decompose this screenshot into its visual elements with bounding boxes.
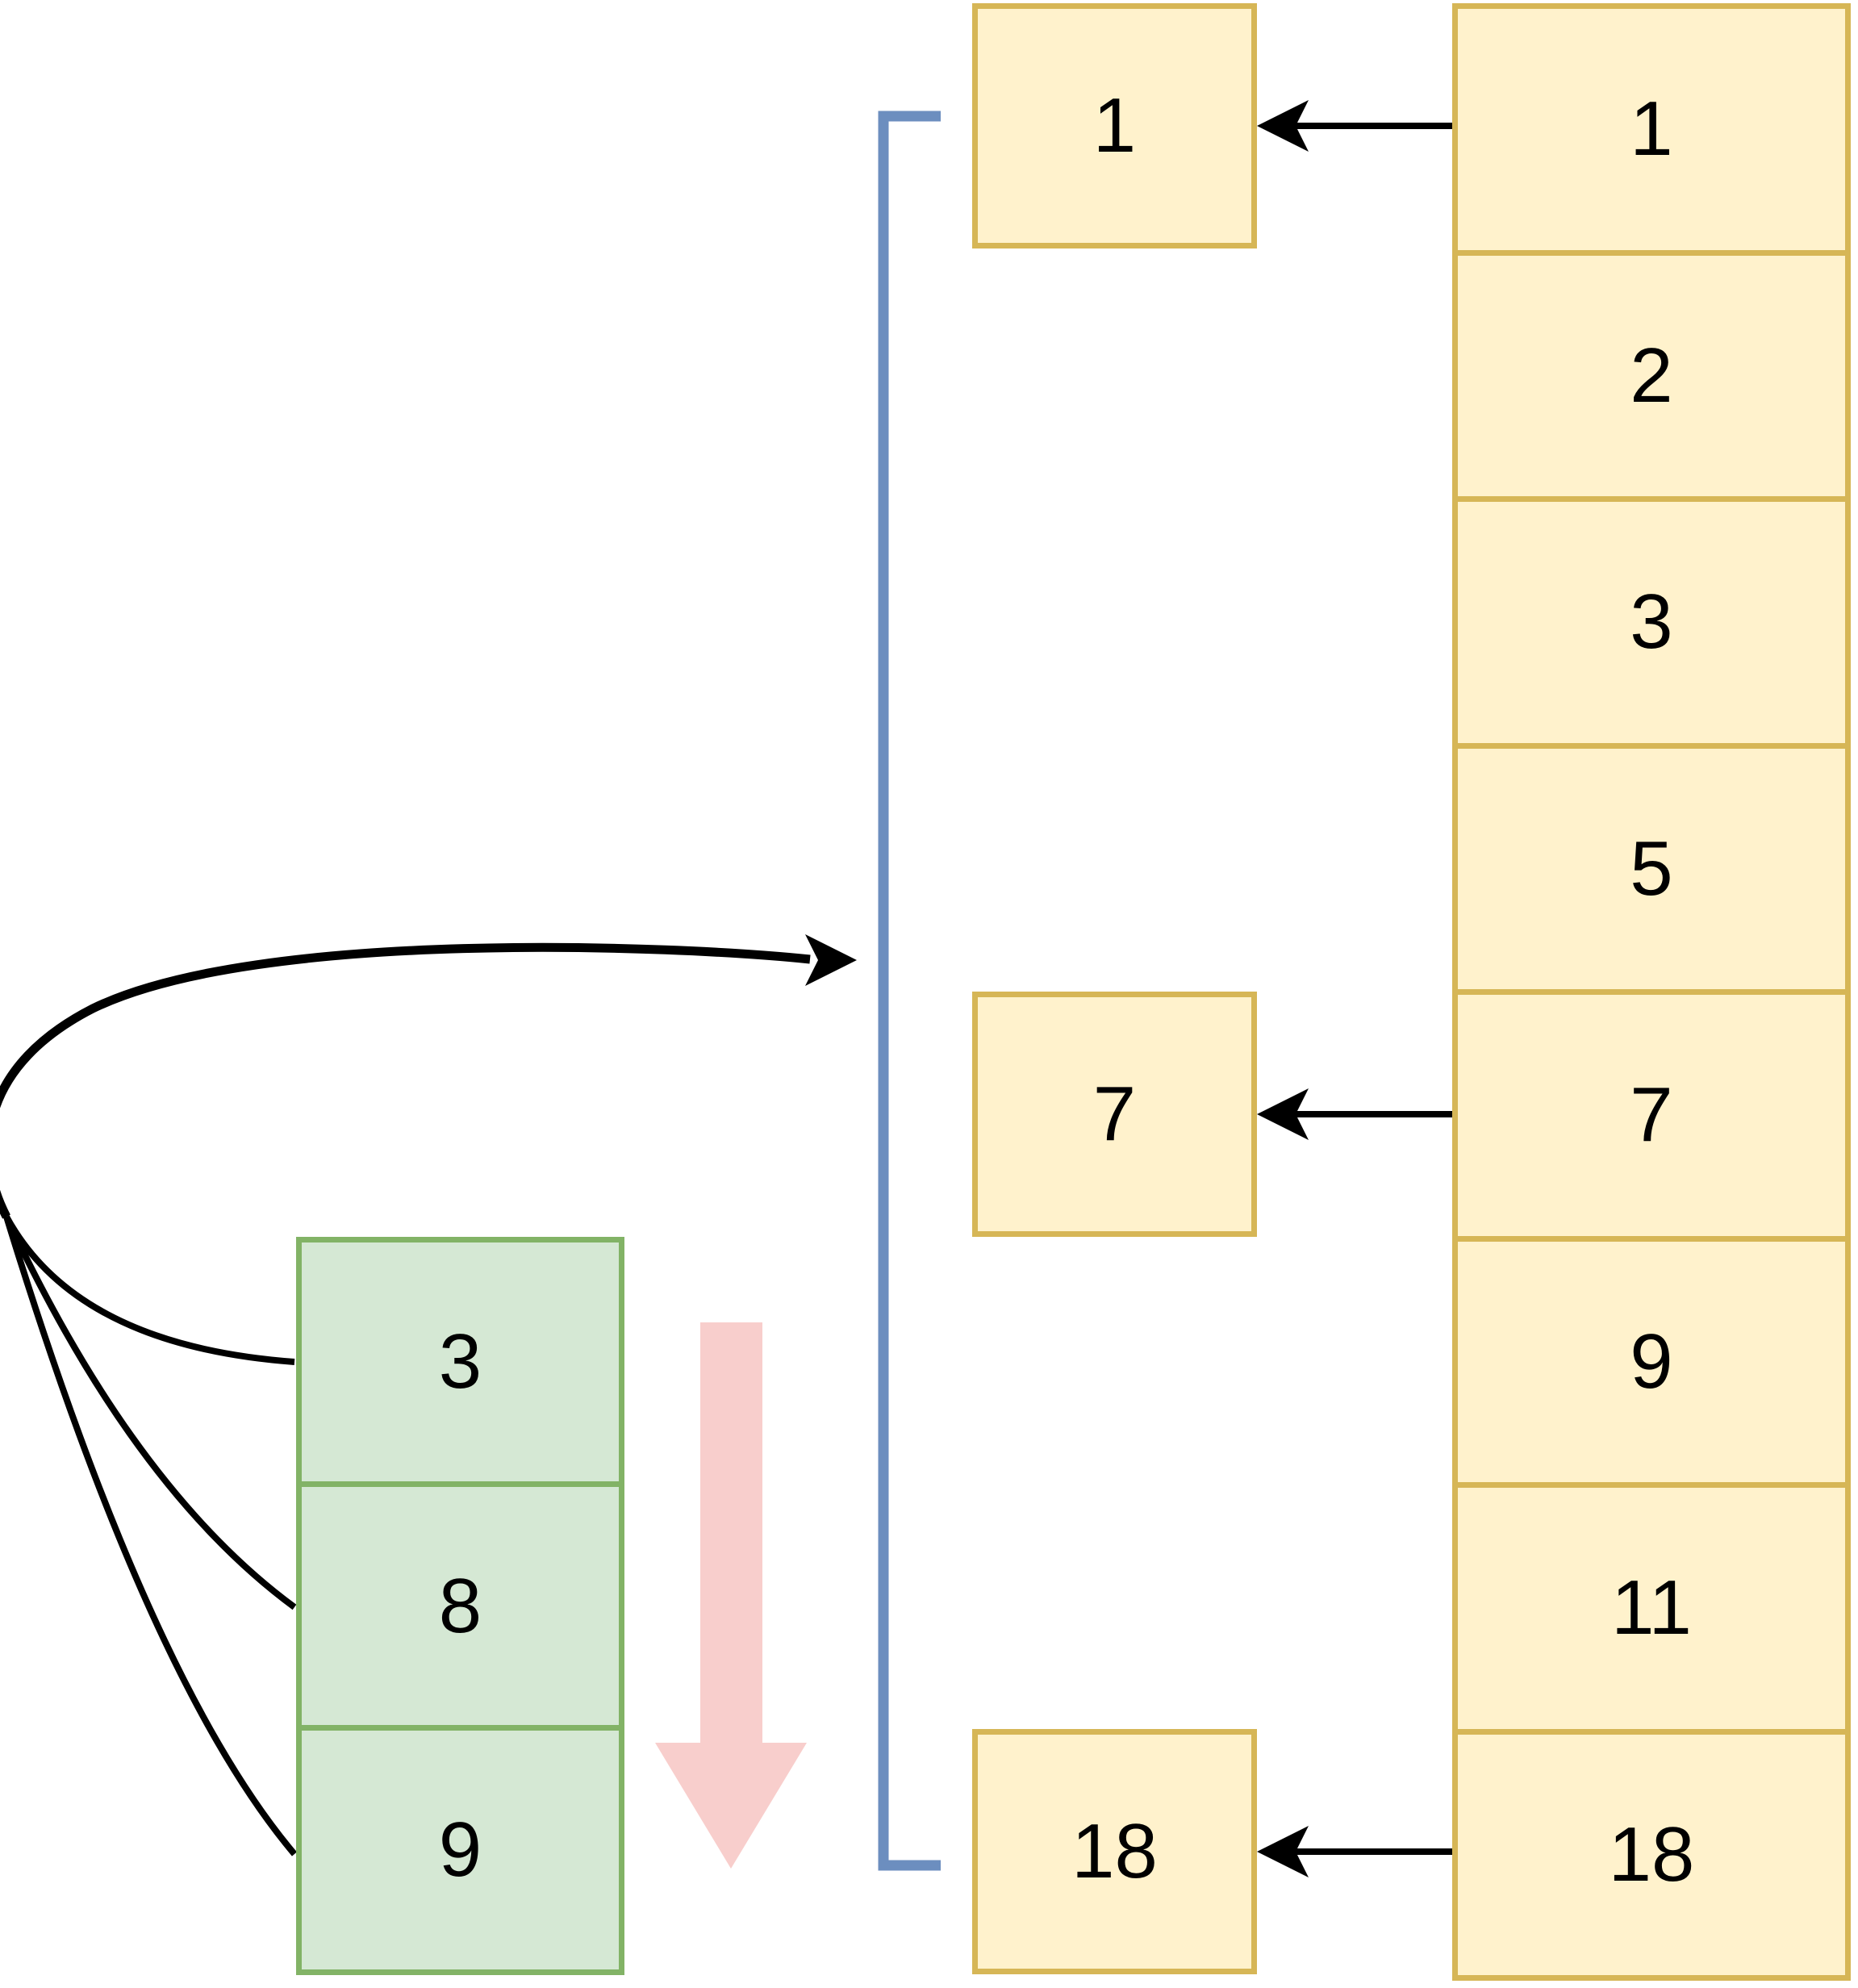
curve-to-green-9: [3, 1215, 298, 1856]
source-list-cell: 11: [1458, 1482, 1845, 1729]
down-arrow-icon: [655, 1322, 807, 1869]
source-list-cell: 2: [1458, 249, 1845, 497]
source-cell-value: 2: [1630, 332, 1673, 419]
green-cell-value: 9: [438, 1806, 482, 1894]
green-stack-cell: 3: [302, 1242, 619, 1481]
source-cell-value: 11: [1611, 1564, 1692, 1652]
extracted-box-18: 18: [972, 1729, 1257, 1974]
source-list: 1 2 3 5 7 9 11 18: [1452, 3, 1851, 1981]
left-arrow-icon-7: [1257, 1088, 1309, 1140]
source-cell-value: 18: [1608, 1810, 1695, 1898]
source-list-cell: 3: [1458, 496, 1845, 743]
curve-to-green-3: [3, 1215, 295, 1365]
source-list-cell: 1: [1458, 9, 1845, 250]
curve-to-green-8: [3, 1215, 297, 1610]
green-cell-value: 3: [438, 1318, 482, 1405]
green-cell-value: 8: [438, 1562, 482, 1649]
green-stack-cell: 9: [302, 1725, 619, 1969]
right-arrow-icon: [805, 934, 857, 986]
source-cell-value: 3: [1630, 578, 1673, 666]
left-arrow-icon-18: [1257, 1826, 1309, 1877]
source-list-cell: 18: [1458, 1728, 1845, 1976]
extracted-box-value: 7: [1092, 1071, 1137, 1157]
source-cell-value: 9: [1630, 1318, 1673, 1405]
source-cell-value: 1: [1630, 86, 1673, 173]
green-stack: 3 8 9: [296, 1237, 624, 1975]
source-list-cell: 7: [1458, 989, 1845, 1236]
source-list-cell: 5: [1458, 742, 1845, 990]
extracted-box-value: 18: [1071, 1808, 1158, 1894]
source-list-cell: 9: [1458, 1235, 1845, 1483]
big-curve-arrow: [0, 942, 811, 1219]
left-arrow-icon-1: [1257, 100, 1309, 152]
extracted-box-value: 1: [1092, 82, 1137, 169]
source-cell-value: 5: [1630, 825, 1673, 912]
green-stack-cell: 8: [302, 1481, 619, 1726]
extracted-box-7: 7: [972, 992, 1257, 1237]
extracted-box-1: 1: [972, 3, 1257, 248]
source-cell-value: 7: [1630, 1071, 1673, 1159]
bracket-icon: [878, 111, 941, 1871]
